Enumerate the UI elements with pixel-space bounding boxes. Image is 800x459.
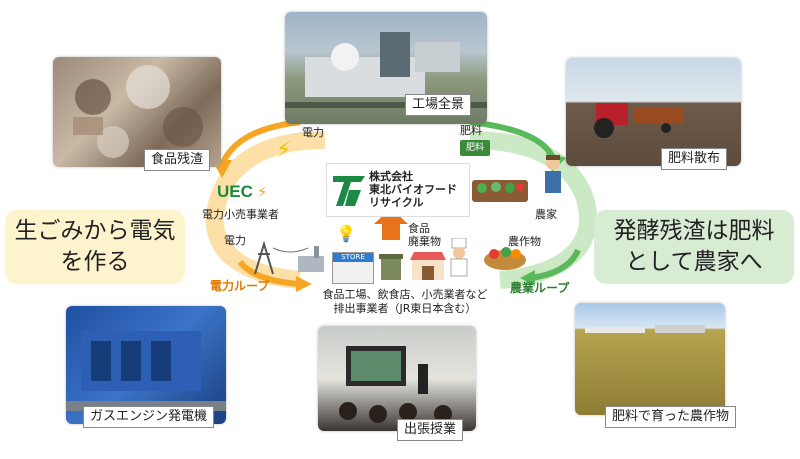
label-crops: 農作物 — [508, 235, 541, 248]
dischargers-line1: 食品工場、飲食店、小売業者など — [322, 288, 488, 301]
label-power-top: 電力 — [302, 126, 324, 139]
label-power-bottom: 電力 — [224, 234, 246, 247]
uec-logo: UEC ⚡ — [217, 182, 268, 204]
caption-crops: 肥料で育った農作物 — [605, 406, 737, 428]
callout-electricity: 生ごみから電気 を作る — [5, 210, 185, 284]
photo-lecture — [318, 326, 476, 431]
dischargers-label: 食品工場、飲食店、小売業者など 排出事業者（JR東日本含む） — [290, 288, 520, 316]
label-food-waste: 食品 廃棄物 — [408, 222, 441, 248]
shop-icon — [408, 250, 448, 282]
company-logo-icon — [333, 176, 365, 206]
tractor-image — [594, 103, 684, 138]
waste-bin-icon — [378, 250, 404, 282]
power-tower-icon — [250, 240, 310, 276]
store-icon: STORE — [332, 252, 374, 284]
photo-crops — [575, 303, 725, 415]
caption-lecture: 出張授業 — [397, 419, 464, 441]
fertilizer-bag-label: 肥料 — [465, 143, 484, 153]
caption-fertilizer-spreading: 肥料散布 — [661, 148, 728, 170]
crops-basket-icon — [482, 246, 528, 272]
label-farmer: 農家 — [535, 208, 557, 221]
chef-icon — [446, 237, 472, 278]
caption-factory: 工場全景 — [405, 94, 472, 116]
caption-gas-engine: ガスエンジン発電機 — [83, 406, 215, 428]
farmer-icon — [538, 155, 568, 195]
photo-food-waste — [53, 57, 221, 167]
fertilizer-bag-icon: 肥料 — [460, 140, 490, 156]
field-image — [585, 325, 705, 333]
classroom-image — [339, 346, 452, 423]
callout-fertilizer-line2: として農家へ — [625, 249, 763, 275]
factory-icon — [296, 244, 326, 274]
uec-logo-bolt-icon: ⚡ — [257, 183, 268, 201]
vegetables-icon — [472, 180, 528, 202]
agri-loop-label: 農業ループ — [510, 281, 570, 295]
factory-image — [285, 32, 487, 108]
company-name-line3: リサイクル — [369, 196, 424, 209]
label-fertilizer: 肥料 — [460, 124, 482, 137]
power-loop-label: 電力ループ — [210, 279, 270, 293]
uec-logo-text: UEC — [217, 182, 253, 201]
lightning-icon: ⚡ — [276, 138, 292, 163]
food-waste-image — [73, 65, 203, 158]
label-food-waste-line1: 食品 — [408, 222, 430, 235]
label-food-waste-line2: 廃棄物 — [408, 235, 441, 248]
callout-electricity-line1: 生ごみから電気 — [14, 218, 176, 244]
store-sign: STORE — [333, 253, 373, 262]
callout-fertilizer: 発酵残渣は肥料 として農家へ — [594, 210, 794, 284]
company-name-line1: 株式会社 — [369, 170, 413, 183]
callout-fertilizer-line1: 発酵残渣は肥料 — [613, 218, 775, 244]
company-name-line2: 東北バイオフード — [369, 183, 457, 196]
caption-food-waste: 食品残渣 — [144, 149, 211, 171]
company-box: 株式会社 東北バイオフード リサイクル — [326, 163, 470, 217]
callout-electricity-line2: を作る — [60, 249, 130, 275]
label-electricity-retailer: 電力小売事業者 — [202, 208, 279, 221]
dischargers-line2: 排出事業者（JR東日本含む） — [333, 302, 477, 315]
bulb-icon: 💡 — [336, 224, 356, 243]
